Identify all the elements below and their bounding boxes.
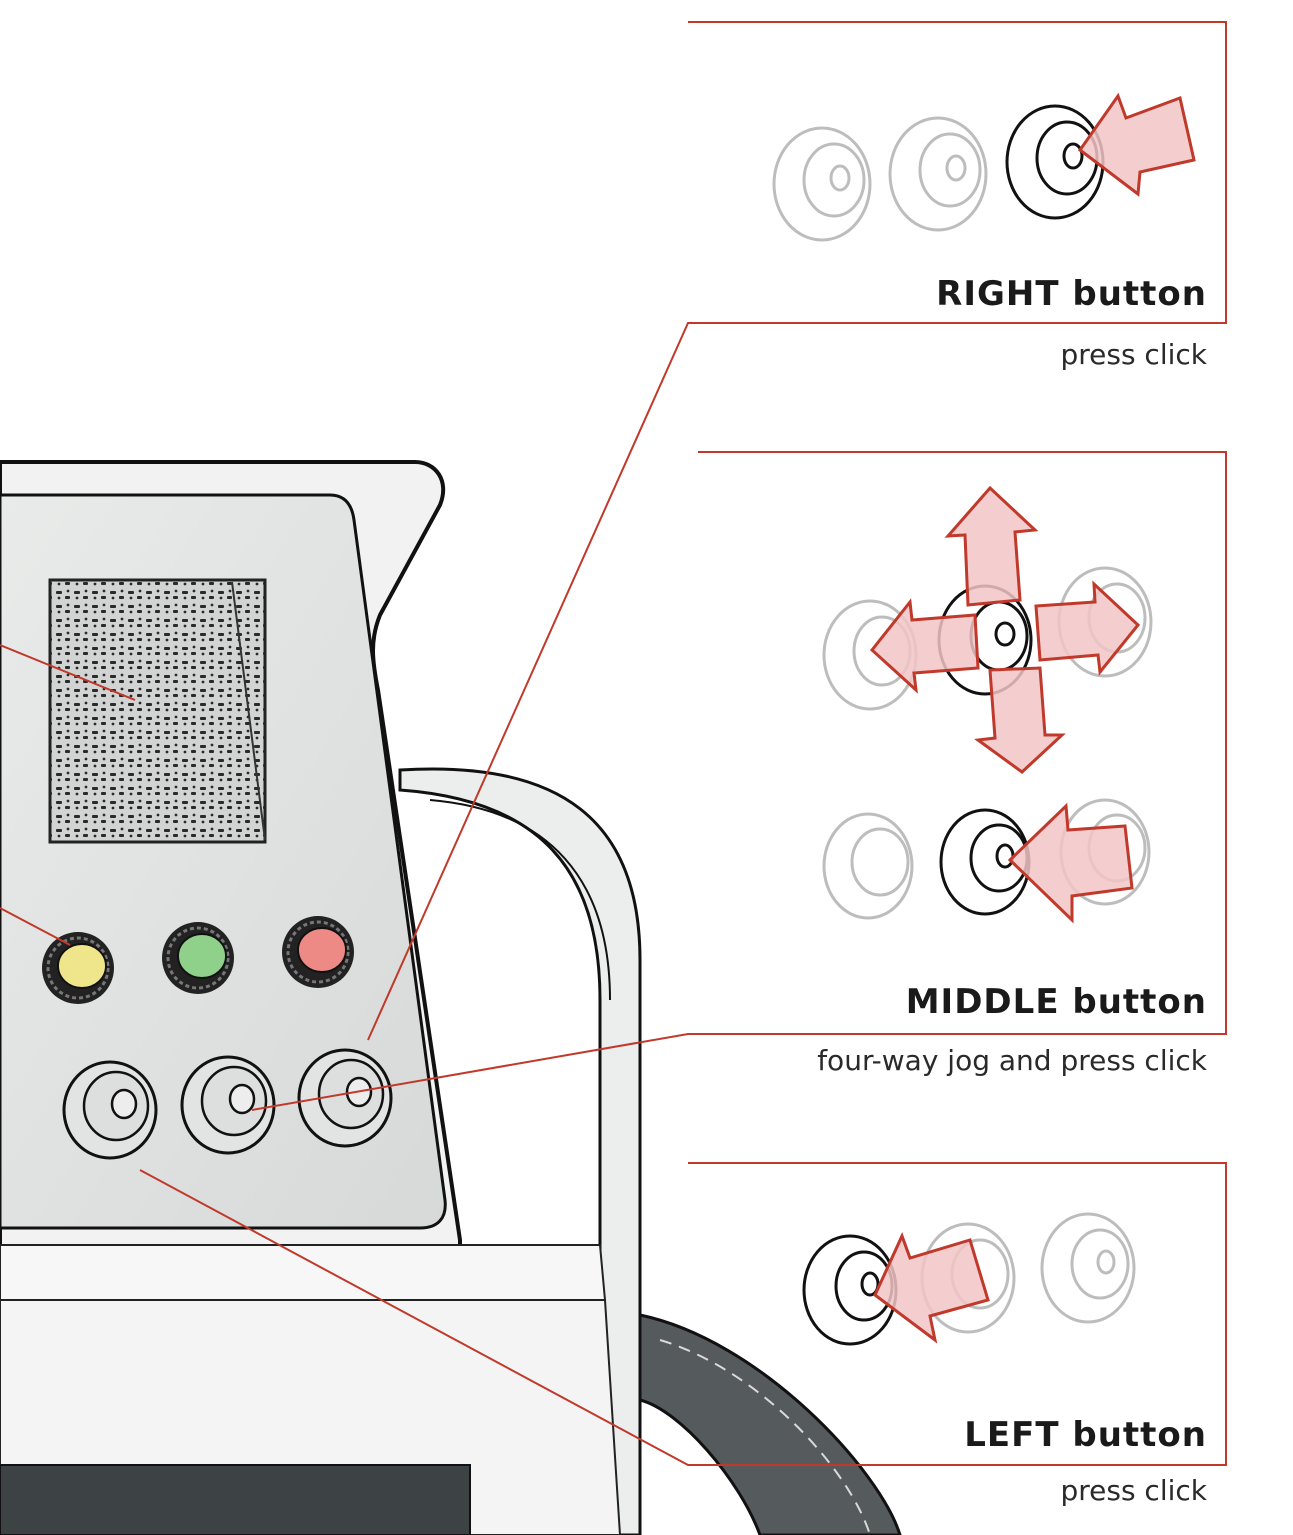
leader-left [139, 1162, 1227, 1466]
leader-right [367, 21, 1227, 1041]
device-left-button[interactable] [62, 1060, 158, 1160]
arrow-icon [1034, 580, 1141, 676]
left-button-illustration [802, 1212, 1136, 1346]
middle-button-illustration [822, 485, 1153, 924]
joystick-button-icon [1040, 1212, 1136, 1324]
indicator-light-icon [162, 922, 234, 994]
leader-lines [0, 21, 1227, 1466]
leader-indicator [0, 907, 71, 946]
arrow-icon [1007, 802, 1134, 924]
arrow-icon [869, 598, 980, 694]
joystick-button-icon [822, 812, 914, 920]
joystick-button-icon [772, 126, 872, 242]
speaker-grille-icon [48, 578, 267, 844]
leader-middle [251, 451, 1227, 1111]
leader-grille [0, 644, 136, 701]
left-button-subtitle: press click [1060, 1474, 1207, 1507]
left-button-title: LEFT button [964, 1415, 1207, 1455]
indicator-light-icon [42, 932, 114, 1004]
middle-button-subtitle: four-way jog and press click [817, 1044, 1207, 1077]
device-buttons [62, 1048, 393, 1160]
arrow-icon [974, 666, 1066, 774]
device-middle-button[interactable] [180, 1055, 276, 1155]
device-right-button[interactable] [297, 1048, 393, 1148]
right-button-subtitle: press click [1060, 338, 1207, 371]
middle-button-title: MIDDLE button [905, 982, 1207, 1022]
device-body [0, 460, 902, 1535]
indicator-lights [42, 916, 354, 1004]
joystick-button-icon [1005, 104, 1105, 220]
right-button-illustration [772, 92, 1196, 242]
arrow-icon [873, 1232, 990, 1344]
joystick-button-icon [888, 116, 988, 232]
indicator-light-icon [282, 916, 354, 988]
arrow-icon [944, 485, 1039, 607]
right-button-title: RIGHT button [936, 274, 1207, 314]
arrow-icon [1077, 92, 1196, 197]
